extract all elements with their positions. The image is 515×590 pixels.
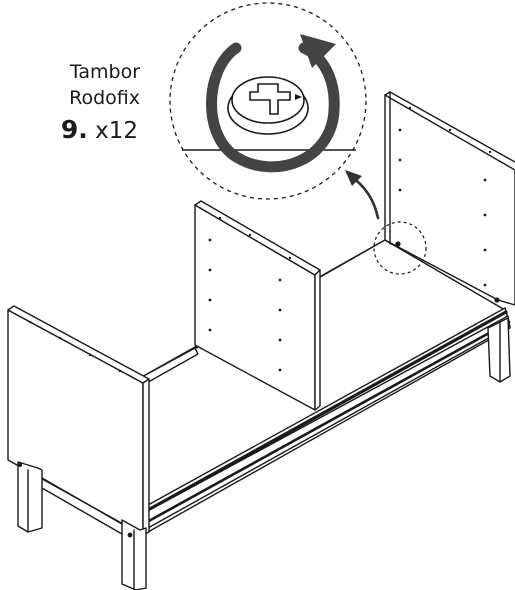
right-side-panel: [384, 94, 515, 306]
leg-front-left: [17, 461, 43, 533]
leg-back-right: [487, 317, 511, 383]
hardware-step-quantity: 9. x12: [20, 115, 138, 146]
hardware-subname: Rodofix: [69, 87, 140, 109]
hardware-name: Tambor: [69, 61, 140, 83]
clockwise-rotation-arrow-icon: [206, 34, 340, 173]
step-number: 9.: [60, 115, 88, 144]
fitting-highlight-circle: [373, 221, 427, 275]
quantity: x12: [95, 118, 138, 144]
cam-lock-screw-icon: [227, 76, 309, 135]
